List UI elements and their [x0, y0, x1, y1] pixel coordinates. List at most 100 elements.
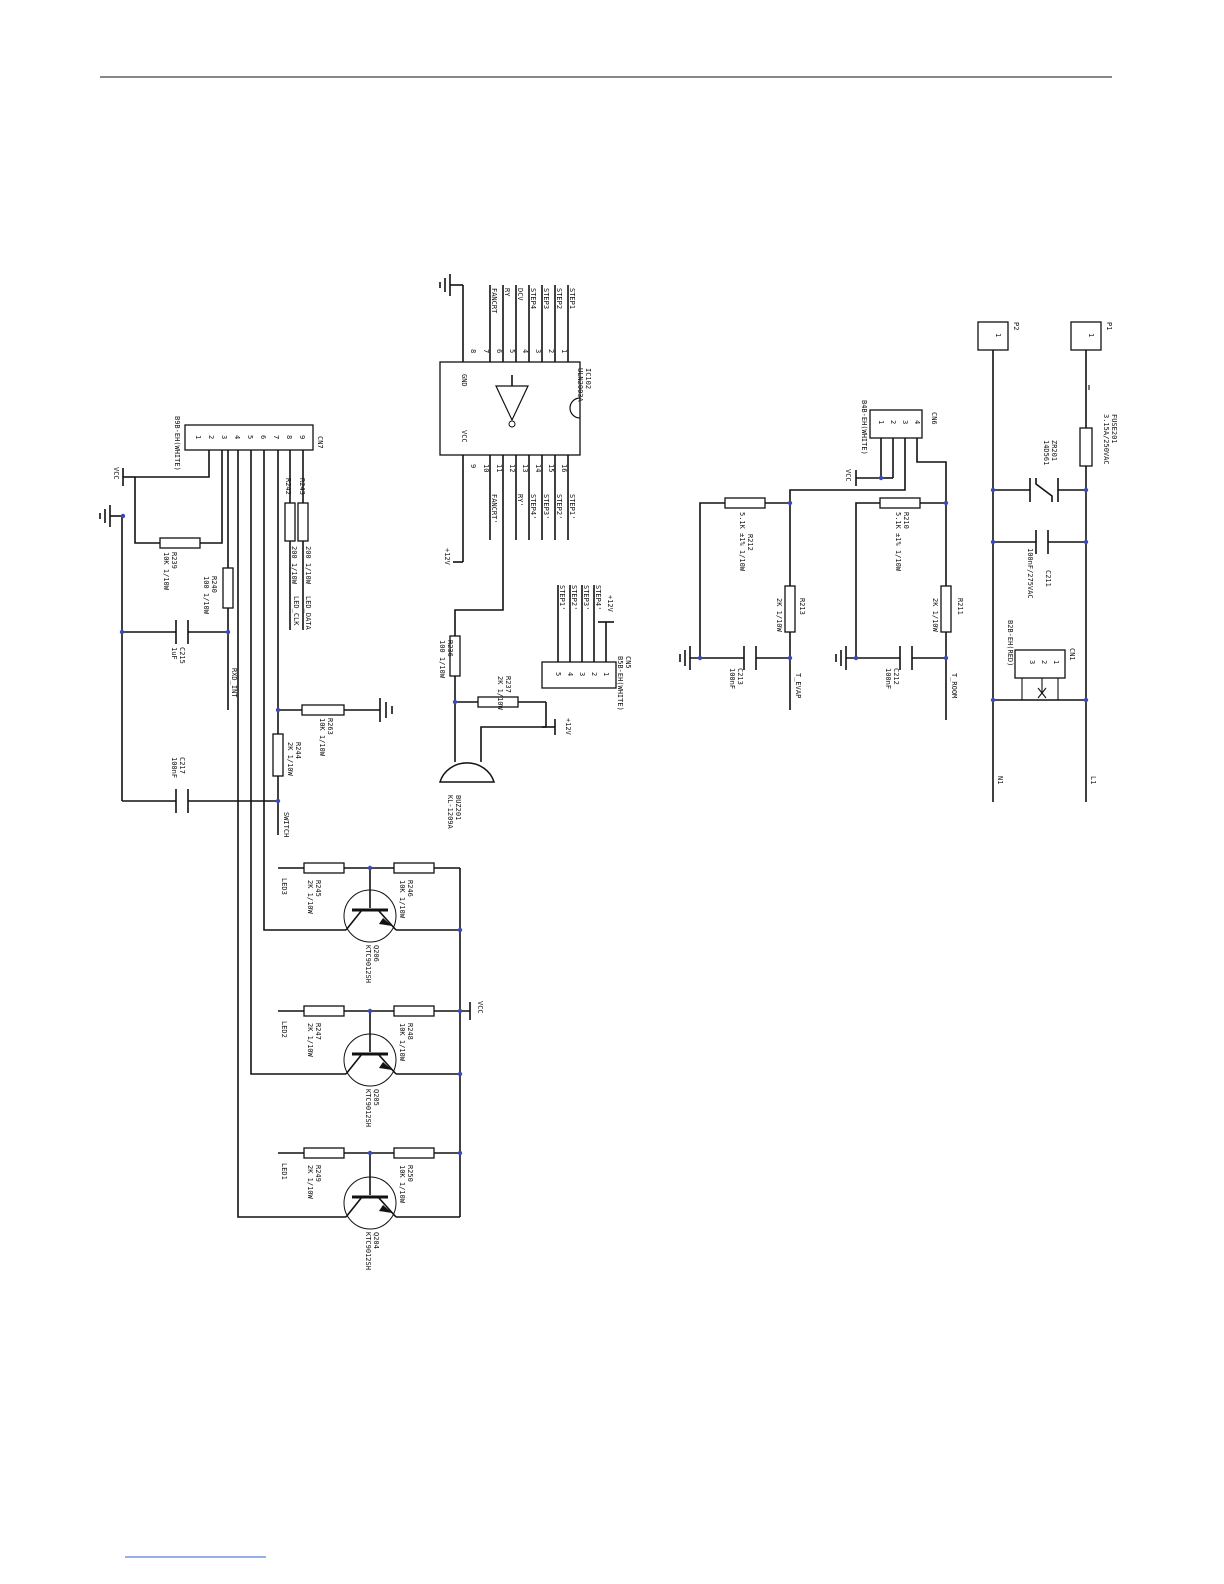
- c215-value: 1uF: [170, 647, 178, 660]
- t-evap-net-label: T_EVAP: [794, 673, 802, 698]
- c217-ref: C217: [178, 757, 186, 774]
- led3-net-label: LED3: [280, 878, 288, 895]
- r250-value: 10K 1/10W: [398, 1165, 406, 1204]
- p2-pin: 1: [994, 333, 1002, 337]
- ic-net-label: DCV: [516, 288, 524, 301]
- buzzer-part: KL-1209A: [446, 795, 454, 830]
- r243-value: 200 1/10W: [304, 546, 312, 585]
- r236-ref: R236: [446, 640, 454, 657]
- led1-net-label: LED1: [280, 1163, 288, 1180]
- ground-symbol-sensor-left: [679, 646, 691, 670]
- resistor-r211: R211 2K 1/10W: [931, 585, 964, 633]
- r240-value: 100 1/10W: [202, 576, 210, 615]
- r246-ref: R246: [406, 880, 414, 897]
- q206-part: KTC9012SH: [364, 945, 372, 983]
- resistor-r237: R237 2K 1/10W: [455, 676, 547, 727]
- r245-ref: R245: [314, 880, 322, 897]
- resistor-r212: R212 5.1K ±1% 1/10W: [724, 497, 766, 572]
- p12v-label-buzzer: +12V: [564, 718, 572, 736]
- capacitor-c211: C211 100nF/275VAC: [1026, 530, 1052, 599]
- cn5-net-label: STEP1': [558, 585, 566, 610]
- c213-value: 100nF: [728, 668, 736, 689]
- cn7-part: B9B-EH(WHITE): [173, 416, 181, 471]
- resistor-r244: R244 2K 1/10W: [272, 733, 302, 777]
- cn1-part: B2B-EH(RED): [1006, 620, 1014, 666]
- ic-top-wiring: STEP1 STEP2 STEP3 STEP4 DCV RY FANCRT: [462, 285, 576, 362]
- zr-ref: ZR201: [1050, 440, 1058, 461]
- cn7-pin: 3: [220, 435, 228, 439]
- r242-value: 200 1/10W: [290, 546, 298, 585]
- r211-ref: R211: [956, 598, 964, 615]
- ic-net-label: STEP2': [555, 494, 563, 519]
- c211-value: 100nF/275VAC: [1026, 548, 1034, 599]
- varistor-zr201: ZR201 14D561: [1029, 440, 1059, 502]
- ic-net-label: STEP1: [568, 288, 576, 309]
- r250-ref: R250: [406, 1165, 414, 1182]
- r210-ref: R210: [902, 512, 910, 529]
- cn6-pin: 4: [913, 420, 921, 424]
- r237-value: 2K 1/10W: [496, 676, 504, 711]
- r248-value: 10K 1/10W: [398, 1023, 406, 1062]
- cn7-pin: 2: [207, 435, 215, 439]
- ground-symbol-r263: [379, 698, 393, 722]
- cn1-pin: 3: [1028, 660, 1036, 664]
- cn5-net-label: STEP3': [582, 585, 590, 610]
- r239-value: 10K 1/10W: [162, 552, 170, 591]
- ic-net-label: RY': [516, 494, 524, 507]
- cn6-pin: 1: [877, 420, 885, 424]
- r249-value: 2K 1/10W: [306, 1165, 314, 1200]
- led-stage-q205: LED2 R247 2K 1/10W R248 10K 1/10W Q205 K…: [278, 1005, 470, 1127]
- ic-uln2003a: IC102 ULN2003A GND VCC 1 2 3 4 5 6 7 8 1…: [439, 349, 592, 472]
- ground-symbol-left: [99, 505, 122, 527]
- vcc-label-sensor: VCC: [844, 469, 852, 482]
- t-room-net-label: T_ROOM: [950, 673, 958, 698]
- c213-ref: C213: [736, 668, 744, 685]
- led-clk-net-label: LED_CLK: [292, 596, 300, 626]
- ic-vcc-label: VCC: [460, 430, 468, 443]
- capacitor-c217: C217 100nF: [170, 757, 189, 813]
- r246-value: 10K 1/10W: [398, 880, 406, 919]
- l1-net-label: L1: [1089, 776, 1097, 784]
- n1-net-label: N1: [996, 776, 1004, 784]
- ic-pin: 5: [508, 349, 516, 353]
- ic-net-label: STEP4: [529, 288, 537, 309]
- ic-net-label: RY: [503, 288, 511, 297]
- r243-ref: R243: [298, 478, 306, 495]
- r210-value: 5.1K ±1% 1/10W: [894, 512, 902, 572]
- ic-net-label: STEP2: [555, 288, 563, 309]
- c217-value: 100nF: [170, 757, 178, 778]
- ground-symbol-sensor-right: [835, 646, 847, 670]
- cn7-pin: 1: [194, 435, 202, 439]
- vcc-symbol-left: VCC: [112, 467, 135, 486]
- resistor-r263: R263 10K 1/10W: [301, 704, 345, 757]
- cn5-pin: 3: [578, 672, 586, 676]
- c212-value: 100nF: [884, 668, 892, 689]
- ic-net-label: FANCRT: [490, 288, 498, 314]
- connector-cn5: CN5 B5B-EH(WHITE) 1 2 3 4 5 STEP1' STEP2…: [541, 585, 632, 711]
- vcc-symbol-stage: VCC: [469, 1001, 484, 1020]
- cn7-pin: 6: [259, 435, 267, 439]
- capacitor-c215: C215 1uF: [170, 620, 189, 664]
- capacitor-c213: C213 100nF: [728, 646, 757, 689]
- r213-value: 2K 1/10W: [775, 598, 783, 633]
- c212-ref: C212: [892, 668, 900, 685]
- connector-cn1: CN1 B2B-EH(RED) 1 2 3: [1006, 620, 1076, 700]
- vcc-label-stage: VCC: [476, 1001, 484, 1014]
- fuse-ref: FUSE201: [1110, 414, 1118, 444]
- ic-pin: 14: [534, 464, 542, 472]
- ic-net-label: STEP3: [542, 288, 550, 309]
- p12v-label-ic: +12V: [443, 548, 451, 566]
- ic-pin: 4: [521, 349, 529, 353]
- fuse-value: 3.15A/250VAC: [1102, 414, 1110, 465]
- r263-ref: R263: [326, 718, 334, 735]
- r240-ref: R240: [210, 576, 218, 593]
- p2-ref: P2: [1012, 322, 1020, 330]
- q204-part: KTC9012SH: [364, 1232, 372, 1270]
- buzzer-ref: BUZ201: [454, 795, 462, 820]
- cn1-ref: CN1: [1068, 648, 1076, 661]
- led2-net-label: LED2: [280, 1021, 288, 1038]
- resistor-r239: R239 10K 1/10W: [159, 537, 201, 591]
- terminal-p2: P2 1: [977, 321, 1020, 351]
- p1-pin: 1: [1087, 333, 1095, 337]
- cn5-part: B5B-EH(WHITE): [616, 656, 624, 711]
